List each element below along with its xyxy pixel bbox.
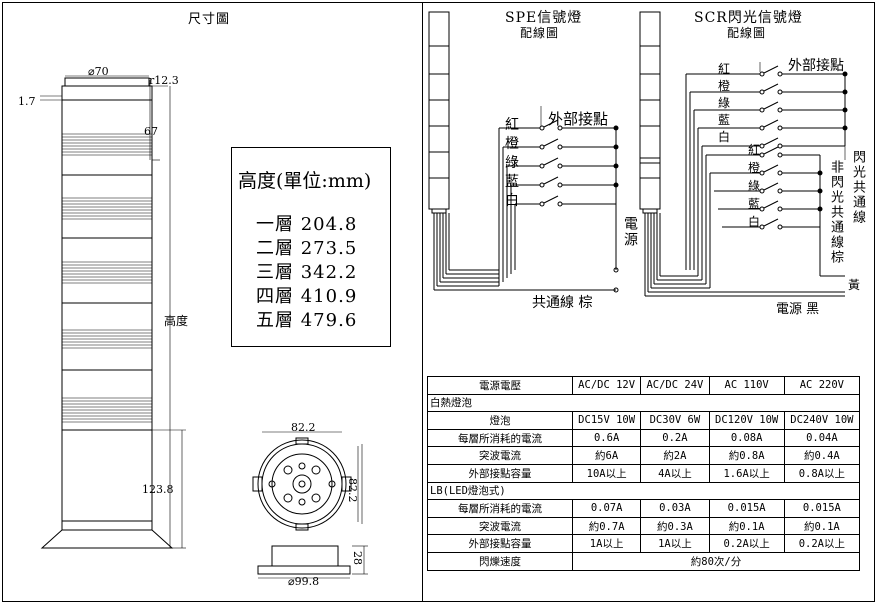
- scr-bot-red: 紅: [748, 143, 761, 157]
- spe-subtitle: 配線圖: [520, 26, 560, 40]
- spe-color-red: 紅: [505, 117, 519, 133]
- spec-table: 電源電壓 AC/DC 12V AC/DC 24V AC 110V AC 220V…: [427, 376, 861, 571]
- height-row: 四層 410.9: [256, 286, 358, 307]
- height-box: 高度(單位:mm) 一層 204.8 二層 273.5 三層 342.2 四層 …: [231, 147, 391, 347]
- scr-bot-orange: 橙: [748, 161, 761, 175]
- dim-82-2-top: 82.2: [291, 421, 316, 434]
- scr-subtitle: 配線圖: [727, 26, 767, 40]
- spe-color-orange: 橙: [505, 136, 519, 152]
- scr-flash-common: 閃光共通線: [850, 150, 865, 225]
- scr-top-green: 綠: [718, 96, 731, 110]
- dim-123-8: 123.8: [142, 483, 174, 496]
- dim-r: r12.3: [149, 74, 179, 87]
- scr-ext-label: 外部接點: [788, 58, 844, 74]
- height-row: 三層 342.2: [256, 262, 358, 283]
- spe-power-label: 電源: [622, 216, 638, 248]
- spe-common-label: 共通線 棕: [532, 295, 593, 311]
- spe-title: SPE信號燈: [505, 10, 583, 26]
- scr-power: 電源 黑: [776, 302, 820, 317]
- dim-67: 67: [144, 125, 158, 138]
- height-row: 一層 204.8: [256, 214, 358, 235]
- scr-top-blue: 藍: [718, 113, 731, 127]
- dimension-title: 尺寸圖: [188, 12, 231, 27]
- dim-top-dia: ⌀70: [88, 65, 109, 78]
- height-box-header: 高度(單位:mm): [238, 170, 372, 192]
- height-row: 二層 273.5: [256, 238, 358, 259]
- scr-yellow: 黃: [848, 278, 861, 292]
- scr-top-red: 紅: [718, 62, 731, 76]
- table-row: 閃爍速度 約80次/分: [427, 551, 860, 571]
- scr-top-orange: 橙: [718, 79, 731, 93]
- divider: [422, 2, 423, 602]
- dim-base-dia: ⌀99.8: [288, 575, 320, 588]
- spe-color-green: 綠: [505, 155, 519, 171]
- table-row: 白熱燈泡: [427, 393, 860, 413]
- scr-bot-blue: 藍: [748, 197, 761, 211]
- dim-28: 28: [351, 551, 364, 565]
- spe-color-blue: 藍: [505, 174, 519, 190]
- spe-color-white: 白: [505, 193, 519, 209]
- height-row: 五層 479.6: [256, 310, 358, 331]
- dim-82-2-side: 82.2: [346, 478, 359, 503]
- table-row: 電源電壓 AC/DC 12V AC/DC 24V AC 110V AC 220V: [427, 376, 861, 395]
- dim-1-7: 1.7: [18, 95, 36, 108]
- scr-title: SCR閃光信號燈: [694, 10, 803, 26]
- scr-nonflash-common: 非閃光共通線棕: [828, 160, 843, 265]
- spe-ext-label: 外部接點: [548, 110, 609, 128]
- scr-bot-white: 白: [748, 215, 761, 229]
- table-row: LB(LED燈泡式): [427, 481, 860, 501]
- scr-top-white: 白: [718, 130, 731, 144]
- scr-bot-green: 綠: [748, 179, 761, 193]
- dim-height: 高度: [164, 314, 189, 328]
